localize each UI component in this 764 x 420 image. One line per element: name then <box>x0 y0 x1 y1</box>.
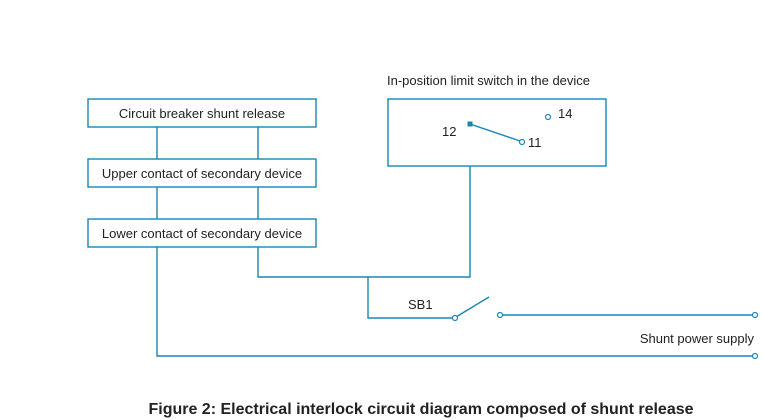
figure-caption: Figure 2: Electrical interlock circuit d… <box>148 401 693 418</box>
wire-return <box>156 247 752 357</box>
sb1-blade <box>455 296 490 318</box>
wire-to-sb1 <box>367 277 453 319</box>
terminal-11-dot <box>518 138 526 146</box>
box-shunt-release <box>87 98 317 128</box>
limit-switch-blade <box>469 123 521 142</box>
supply-terminal-top <box>751 311 759 319</box>
label-upper-contact: Upper contact of secondary device <box>102 166 302 181</box>
sb1-terminal-right <box>496 311 504 319</box>
label-power-supply: Shunt power supply <box>640 331 755 346</box>
label-sb1: SB1 <box>408 297 433 312</box>
label-limit-switch-title: In-position limit switch in the device <box>387 73 590 88</box>
box-lower-contact <box>87 218 317 248</box>
sb1-terminal-left <box>451 314 459 322</box>
label-terminal-12: 12 <box>442 124 456 139</box>
label-terminal-14: 14 <box>558 106 572 121</box>
terminal-12-dot <box>467 121 473 127</box>
wire-to-limit-switch <box>257 124 471 278</box>
terminal-14-dot <box>544 113 552 121</box>
label-lower-contact: Lower contact of secondary device <box>102 226 302 241</box>
label-terminal-11: 11 <box>528 135 542 150</box>
box-upper-contact <box>87 158 317 188</box>
label-shunt-release: Circuit breaker shunt release <box>119 106 285 121</box>
supply-terminal-bottom <box>751 352 759 360</box>
